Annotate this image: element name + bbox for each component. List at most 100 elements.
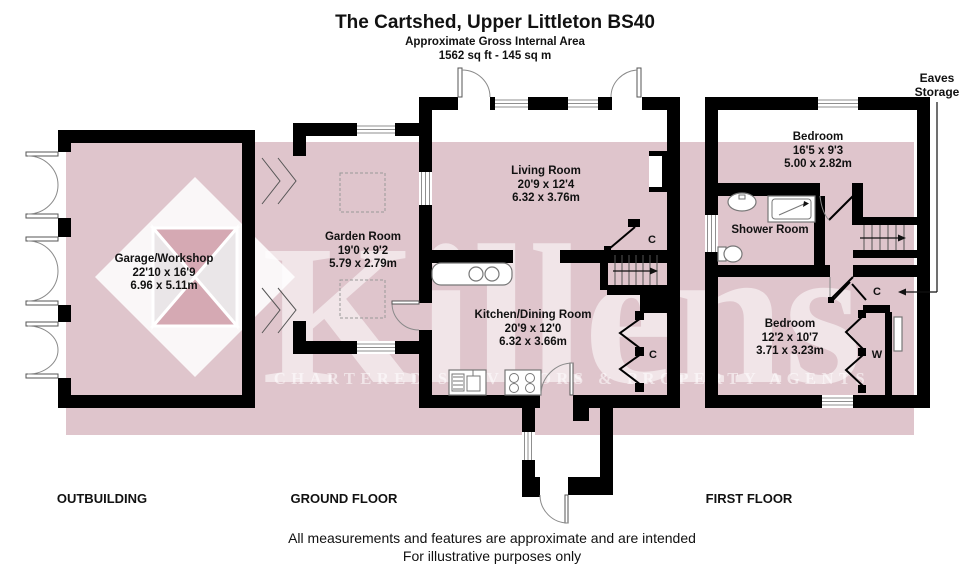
basin-icon: [727, 192, 757, 212]
room-metric: 5.00 x 2.82m: [784, 158, 852, 170]
first-floor-label: FIRST FLOOR: [706, 491, 793, 506]
garage-wall-left-seg: [58, 130, 71, 152]
room-name: Bedroom: [793, 131, 843, 143]
room-imperial: 20'9 x 12'4: [518, 179, 575, 191]
garden-wall-right: [419, 205, 432, 303]
gf-divider-wall: [432, 250, 513, 263]
ground-floor-main: C C: [419, 67, 680, 408]
hob-icon: [504, 369, 542, 396]
shower-door-icon: [819, 195, 854, 221]
first-floor: C W Bedroom 16'5 x 9'3: [705, 97, 930, 408]
ff-wall-bottom: [705, 395, 822, 408]
stair-wall: [600, 250, 608, 290]
garden-door-icon: [391, 300, 420, 331]
garage-label: Garage/Workshop 22'10 x 16'9 6.96 x 5.11…: [115, 253, 214, 292]
gf-wall-right: [667, 97, 680, 408]
ff-wall-right: [917, 97, 930, 408]
ff-stairs: [852, 183, 917, 258]
bedroom1-label: Bedroom 16'5 x 9'3 5.00 x 2.82m: [784, 131, 852, 170]
garage-wall-left-seg: [58, 305, 71, 322]
room-metric: 5.79 x 2.79m: [329, 258, 397, 270]
ff-wall-left: [705, 97, 718, 215]
room-name: Living Room: [511, 165, 581, 177]
stair-arrow: [650, 267, 658, 275]
gf-wall-top: [528, 97, 568, 110]
footer: All measurements and features are approx…: [288, 530, 696, 564]
ff-wall-bottom: [853, 395, 930, 408]
room-imperial: 16'5 x 9'3: [793, 145, 843, 157]
eaves-storage: Eaves Storage: [898, 71, 960, 296]
area-text: 1562 sq ft - 145 sq m: [439, 50, 552, 62]
garage-wall-bottom: [58, 395, 255, 408]
bedroom2-label: Bedroom 12'2 x 10'7 3.71 x 3.23m: [756, 318, 824, 357]
fireplace-icon: [649, 151, 667, 192]
gf-wall-top: [419, 97, 458, 110]
shower-wall: [718, 183, 820, 196]
page-title: The Cartshed, Upper Littleton BS40: [335, 12, 655, 33]
gf-wall-bottom: [573, 395, 680, 408]
watermark-name: Killens: [262, 205, 862, 426]
garage-wall-left-seg: [58, 378, 71, 408]
eaves-label-line1: Eaves: [920, 71, 955, 85]
gf-cupboard-kitchen: C: [618, 295, 667, 392]
subtitle: Approximate Gross Internal Area: [405, 36, 585, 48]
porch-door-icon: [539, 494, 569, 524]
room-metric: 6.32 x 3.76m: [512, 192, 580, 204]
outbuilding-garage: Garage/Workshop 22'10 x 16'9 6.96 x 5.11…: [25, 130, 297, 408]
porch-wall-right: [600, 408, 613, 495]
eaves-arrow: [898, 288, 906, 296]
gf-divider-wall: [560, 250, 667, 263]
ff-wall-top: [705, 97, 818, 110]
gf-wall-top: [490, 97, 495, 110]
stair-wall: [607, 285, 667, 295]
shower-icon: [767, 195, 816, 223]
stair-wall: [853, 250, 917, 258]
room-name: Garden Room: [325, 231, 401, 243]
gf-wall-bottom: [419, 395, 540, 408]
room-name: Garage/Workshop: [115, 253, 214, 265]
room-imperial: 12'2 x 10'7: [762, 332, 819, 344]
room-imperial: 20'9 x 12'0: [505, 323, 562, 335]
stair-wall: [852, 183, 863, 225]
porch-wall-left: [522, 408, 535, 432]
shower-wall-right: [814, 196, 825, 267]
gf-stairs: [600, 250, 667, 295]
room-metric: 3.71 x 3.23m: [756, 345, 824, 357]
porch-wall-stub: [573, 408, 589, 421]
gf-wall-top: [598, 97, 612, 110]
gf-front-door-left-icon: [457, 67, 491, 98]
garage-wall-right: [242, 130, 255, 408]
rooflight-icon: [339, 279, 386, 319]
porch-wall-left: [522, 460, 535, 477]
ff-bedroom-wall: [705, 265, 830, 277]
shower-room-label: Shower Room: [731, 224, 808, 236]
room-name: Kitchen/Dining Room: [475, 309, 592, 321]
kitchen-door-icon: [540, 362, 574, 396]
garden-wall-right: [419, 110, 432, 172]
porch-wall-corner: [522, 477, 540, 497]
garden-label: Garden Room 19'0 x 9'2 5.79 x 2.79m: [325, 231, 401, 270]
stair-wall: [853, 217, 917, 225]
eaves-label-line2: Storage: [915, 85, 960, 99]
outbuilding-label: OUTBUILDING: [57, 491, 147, 506]
room-name: Bedroom: [765, 318, 815, 330]
disclaimer-line1: All measurements and features are approx…: [288, 530, 696, 546]
garden-wall-right: [419, 330, 432, 341]
kitchen-sink-icon: [448, 369, 487, 396]
ff-cupboard: C: [828, 281, 892, 395]
living-label: Living Room 20'9 x 12'4 6.32 x 3.76m: [511, 165, 581, 204]
room-imperial: 19'0 x 9'2: [338, 245, 388, 257]
ff-wall-top: [858, 97, 930, 110]
garden-room: Garden Room 19'0 x 9'2 5.79 x 2.79m: [293, 110, 432, 354]
entrance-porch: [522, 408, 613, 524]
cupboard-label: C: [873, 286, 881, 298]
counter-sink-icon: [431, 262, 513, 286]
ground-floor-label: GROUND FLOOR: [291, 491, 398, 506]
wardrobe-label: W: [872, 349, 883, 361]
garage-wall-top: [58, 130, 255, 143]
floor-labels: OUTBUILDING GROUND FLOOR FIRST FLOOR: [57, 491, 793, 506]
room-metric: 6.32 x 3.66m: [499, 336, 567, 348]
gf-wall-left: [419, 341, 432, 408]
garage-doors-icon: [25, 151, 59, 379]
